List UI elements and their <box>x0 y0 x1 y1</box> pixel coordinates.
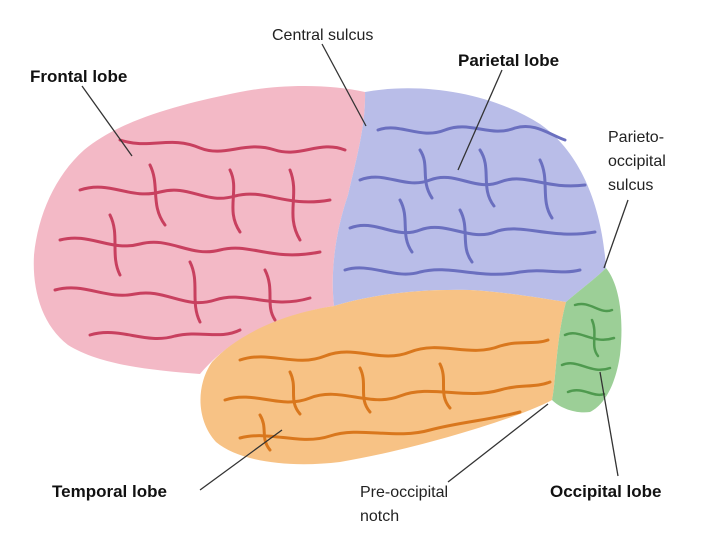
parietal-lobe-region <box>332 88 606 307</box>
pre-occipital-notch-label: Pre-occipital notch <box>360 484 452 525</box>
parietal-lobe-label: Parietal lobe <box>458 51 559 70</box>
frontal-lobe-leader <box>81 85 133 157</box>
occipital-lobe-region <box>552 268 622 413</box>
parietal-lobe-leader <box>457 69 503 171</box>
occipital-lobe-leader <box>599 371 619 477</box>
occipital-lobe-label: Occipital lobe <box>550 482 661 501</box>
parieto-occipital-sulcus-label: Parieto- occipital sulcus <box>608 129 670 194</box>
parieto-occipital-sulcus-leader <box>603 199 629 269</box>
central-sulcus-leader <box>321 43 367 127</box>
pre-occipital-notch-leader <box>447 403 549 483</box>
temporal-lobe-sulci <box>223 338 552 452</box>
temporal-lobe-label: Temporal lobe <box>52 482 167 501</box>
frontal-lobe-sulci <box>53 138 347 340</box>
temporal-lobe-leader <box>199 429 283 491</box>
occipital-lobe-sulci <box>560 302 616 397</box>
frontal-lobe-label: Frontal lobe <box>30 67 127 86</box>
leader-lines <box>81 43 629 491</box>
central-sulcus-label: Central sulcus <box>272 27 373 44</box>
